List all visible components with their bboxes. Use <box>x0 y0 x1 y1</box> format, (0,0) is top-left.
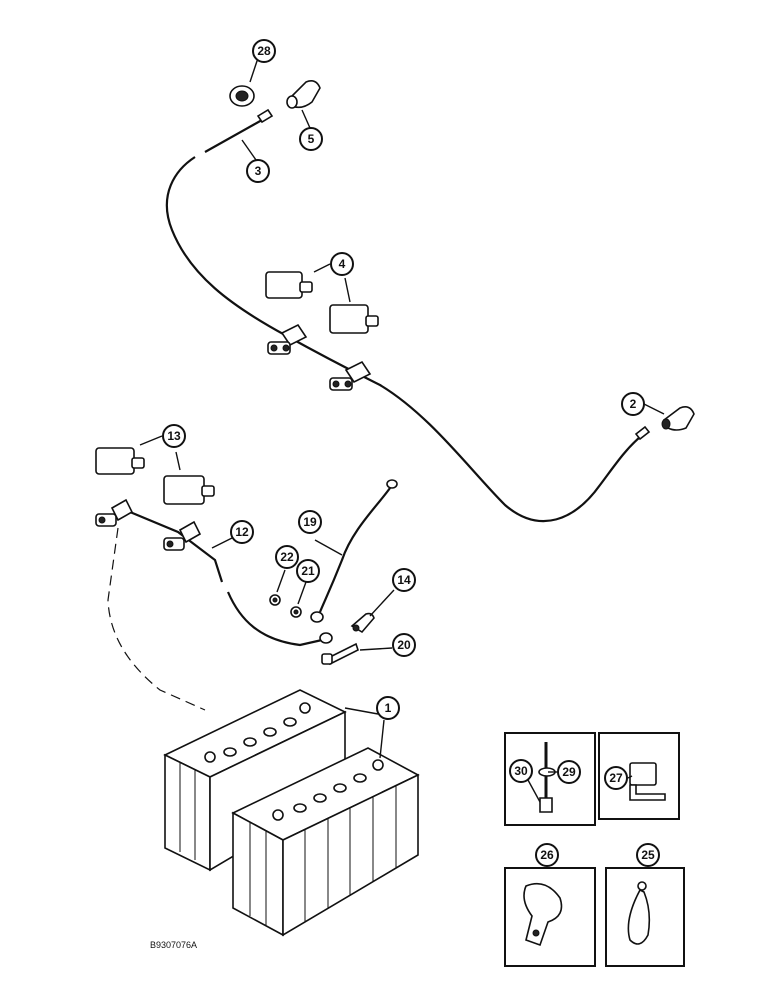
leader-lines <box>139 57 665 803</box>
terminal-nut-28 <box>229 85 255 107</box>
svg-text:5: 5 <box>308 132 315 146</box>
svg-text:21: 21 <box>301 564 315 578</box>
svg-text:19: 19 <box>303 515 317 529</box>
ground-cable-19 <box>310 479 398 623</box>
jumper-cable-12 <box>95 498 333 647</box>
inset-box-strap-25 <box>605 867 685 967</box>
main-battery-cable-3 <box>165 108 651 523</box>
callout-3: 3 <box>246 159 270 183</box>
inset-box-clamp-26 <box>504 867 596 967</box>
callout-28: 28 <box>252 39 276 63</box>
figure-reference: B9307076A <box>150 940 197 950</box>
svg-text:2: 2 <box>630 397 637 411</box>
svg-text:1: 1 <box>385 701 392 715</box>
svg-text:25: 25 <box>641 848 655 862</box>
nut-22 <box>269 594 281 606</box>
svg-text:12: 12 <box>235 525 249 539</box>
callout-19: 19 <box>298 510 322 534</box>
nut-21 <box>290 606 302 618</box>
callout-29: 29 <box>557 760 581 784</box>
svg-text:3: 3 <box>255 164 262 178</box>
callout-2: 2 <box>621 392 645 416</box>
bolt-20 <box>321 642 359 666</box>
terminal-covers-4 <box>265 271 379 334</box>
batteries-1 <box>163 689 420 937</box>
callout-26: 26 <box>535 843 559 867</box>
svg-text:29: 29 <box>562 765 576 779</box>
callout-12: 12 <box>230 520 254 544</box>
svg-text:13: 13 <box>167 429 181 443</box>
terminal-covers-13 <box>95 447 215 505</box>
svg-text:27: 27 <box>609 771 623 785</box>
callout-4: 4 <box>330 252 354 276</box>
callout-22: 22 <box>275 545 299 569</box>
callout-20: 20 <box>392 633 416 657</box>
svg-text:28: 28 <box>257 44 271 58</box>
callout-30: 30 <box>509 759 533 783</box>
callout-27: 27 <box>604 766 628 790</box>
callout-1: 1 <box>376 696 400 720</box>
callout-13: 13 <box>162 424 186 448</box>
svg-text:20: 20 <box>397 638 411 652</box>
svg-text:4: 4 <box>339 257 346 271</box>
dashed-connection-line <box>107 527 206 711</box>
callout-21: 21 <box>296 559 320 583</box>
svg-text:30: 30 <box>514 764 528 778</box>
terminal-boot-2 <box>661 406 695 431</box>
callout-25: 25 <box>636 843 660 867</box>
svg-text:26: 26 <box>540 848 554 862</box>
callout-14: 14 <box>392 568 416 592</box>
callout-5: 5 <box>299 127 323 151</box>
terminal-boot-5 <box>286 80 321 109</box>
terminal-14 <box>350 612 375 634</box>
svg-text:22: 22 <box>280 550 294 564</box>
svg-text:14: 14 <box>397 573 411 587</box>
cable-clamp-terminals <box>267 323 372 391</box>
